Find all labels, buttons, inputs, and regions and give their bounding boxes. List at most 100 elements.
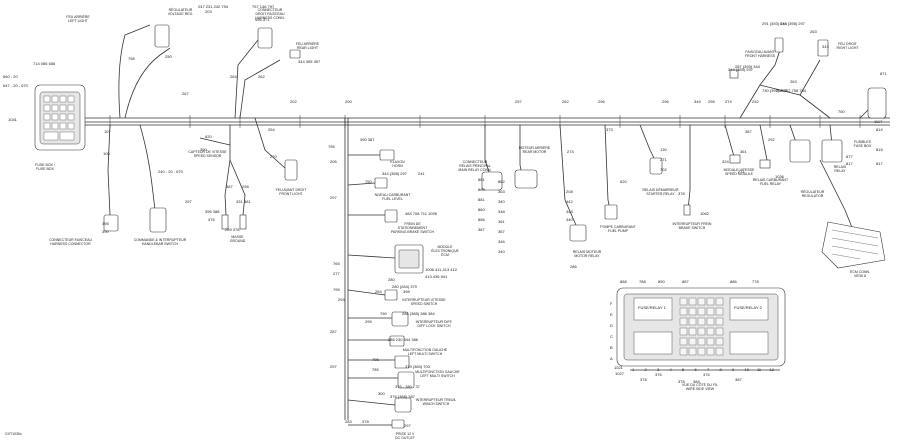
wire-label-l-750: 750 — [365, 179, 372, 184]
caption-horn: KLAXON HORN — [390, 160, 405, 169]
fuse-cell-C6 — [688, 327, 697, 336]
wire-label-l-378: 378 — [362, 419, 369, 424]
wire-label-l-297d: 297 — [404, 423, 411, 428]
wire-label-l-331: 331 — [236, 199, 243, 204]
wire-label-l-795b: 795 — [333, 287, 340, 292]
wire-label-l-274b: 274 — [725, 99, 732, 104]
wire-label-l-886: 886 — [478, 217, 485, 222]
wire-label-l-387b: 387 — [478, 227, 485, 232]
caption-ground: MASSE GROUND — [229, 235, 246, 244]
fuse-cell-F9 — [715, 297, 724, 306]
wire-label-l-295b: 295 — [708, 99, 715, 104]
fuse-col-12: 12 — [769, 367, 774, 372]
wire-label-l-815: 815 — [876, 147, 883, 152]
wire-label-l-384: 384 — [693, 379, 700, 384]
wire-label-l-880: 880 — [478, 187, 485, 192]
wire-label-l-387d: 387 — [735, 377, 742, 382]
wire-label-l-398: 398 — [403, 289, 410, 294]
fuse-col-8: 8 — [719, 367, 722, 372]
wire-label-l-291: 291 (393) 244 — [762, 21, 787, 26]
fuse-col-1: 1 — [632, 367, 635, 372]
wire-label-l-130: 130 — [660, 147, 667, 152]
fuse-box-left — [34, 84, 86, 151]
wire-label-l-378b: 378 — [678, 191, 685, 196]
wire-label-l-267: 267 — [182, 91, 189, 96]
caption-winch-switch: INTERRUPTEUR TREUIL WINCH SWITCH — [415, 398, 457, 407]
wire-label-l-296b: 296 — [662, 99, 669, 104]
caption-harness-front: FAISCEAU AVANT FRONT HARNESS — [745, 50, 775, 59]
fuse-cell-C7 — [697, 327, 706, 336]
fuse-cell-B5 — [679, 337, 688, 346]
connectors — [103, 24, 887, 429]
caption-dc-outlet: PRISE 12 V DC OUTLET — [395, 432, 415, 440]
wire-label-l-340: 340 — [498, 199, 505, 204]
wire-label-l-203: 203 — [205, 9, 212, 14]
caption-connector-right: CONNECTEUR DROIT FAISCEAU HARNESS CONN. — [255, 8, 285, 21]
wire-label-l-107: 107 — [104, 129, 111, 134]
wire-label-l-344c: 344 (365) 297 — [728, 67, 753, 72]
fuse-row-c: C — [610, 334, 613, 339]
caption-regulator-right: RÉGULATEUR REGULATOR — [800, 190, 825, 199]
wire-label-l-886b: 886 — [730, 279, 737, 284]
wire-label-l-349: 349 — [694, 99, 701, 104]
wire-label-l-271b: 271 — [738, 169, 745, 174]
wire-label-l-814: 814 — [876, 127, 883, 132]
wire-label-l-759: 759 762 758 764 — [776, 88, 807, 93]
fuse-row-b: B — [610, 345, 613, 350]
fuse-col-10: 10 — [744, 367, 749, 372]
fuse-col-7: 7 — [707, 367, 710, 372]
caption-cap-connector: CONNECTEUR RELAIS PRINCIPAL MAIN RELAY C… — [458, 160, 492, 173]
wire-label-l-274: 274 — [567, 149, 574, 154]
fuse-cell-D8 — [706, 317, 715, 326]
wire-label-l-343: 343 — [822, 44, 829, 49]
fuse-col-5: 5 — [682, 367, 685, 372]
fuse-cell-D7 — [697, 317, 706, 326]
wire-label-l-373: 373 — [606, 127, 613, 132]
wire-label-l-790: 790 — [380, 311, 387, 316]
fuse-col-9: 9 — [732, 367, 735, 372]
caption-diff-switch: INTERRUPTEUR DIFF. DIFF LOCK SWITCH — [415, 320, 453, 329]
wire-label-l-348: 348 — [498, 209, 505, 214]
wire-label-l-254: 254 — [268, 127, 275, 132]
wire-label-l-785: 785 — [372, 367, 379, 372]
wire-label-l-442: 442 — [566, 199, 573, 204]
fuse-cell-F6 — [688, 297, 697, 306]
wire-label-l-200: 200 — [345, 99, 352, 104]
wire-label-l-270: 270 — [270, 154, 277, 159]
wire-label-l-292b: 292 — [752, 99, 759, 104]
fuse-cell-C8 — [706, 327, 715, 336]
fuse-cell-E9 — [715, 307, 724, 316]
wire-label-l-484: 484 708 711 1095 — [405, 211, 437, 216]
wire-label-l-378c: 378 — [640, 377, 647, 382]
fuse-row-d: D — [610, 323, 613, 328]
wire-label-l-871: 871 — [880, 71, 887, 76]
wire-label-l-817b: 817 — [876, 161, 883, 166]
wire-label-l-620b: 620 — [620, 179, 627, 184]
fuse-cell-A9 — [715, 347, 724, 356]
wire-label-l-387: 387 — [226, 184, 233, 189]
fuse-cell-B6 — [688, 337, 697, 346]
caption-starter-relay: RELAIS DÉMARREUR STARTER RELAY — [642, 188, 679, 197]
wire-label-l-1117: 1117 — [874, 119, 883, 124]
wire-label-l-263b: 263 — [790, 79, 797, 84]
fuse-cell-C9 — [715, 327, 724, 336]
wire-label-l-730: 730 (395) 297 — [762, 88, 787, 93]
wire-label-l-206: 206 — [330, 159, 337, 164]
fuse-cell-B8 — [706, 337, 715, 346]
wire-label-l-1006: 1006 411 413 412 — [425, 267, 457, 272]
wire-label-l-295: 295 — [365, 319, 372, 324]
wire-label-l-280b: 280 — [388, 277, 395, 282]
wire-label-l-440: 440 — [566, 217, 573, 222]
wire-label-l-202: 202 — [290, 99, 297, 104]
wire-label-l-367: 367 — [498, 229, 505, 234]
caption-speed-module: MODULE VITESSE SPEED MODULE — [723, 168, 755, 177]
caption-harness-connector: CONNECTEUR FAISCEAU HARNESS CONNECTOR — [49, 238, 92, 247]
caption-relay-controller: RELAIS RELAY — [833, 165, 847, 174]
wire-label-l-877: 877 — [846, 154, 853, 159]
wire-label-l-596: 596 371 — [255, 17, 270, 22]
wire-label-l-361: 361 — [498, 219, 505, 224]
wire-label-l-344: 344 395 397 — [298, 59, 321, 64]
wire-label-l-1041: 1041 — [8, 117, 17, 122]
wire-label-l-376d: 376 — [655, 372, 662, 377]
wire-label-l-395: 395 — [102, 221, 109, 226]
